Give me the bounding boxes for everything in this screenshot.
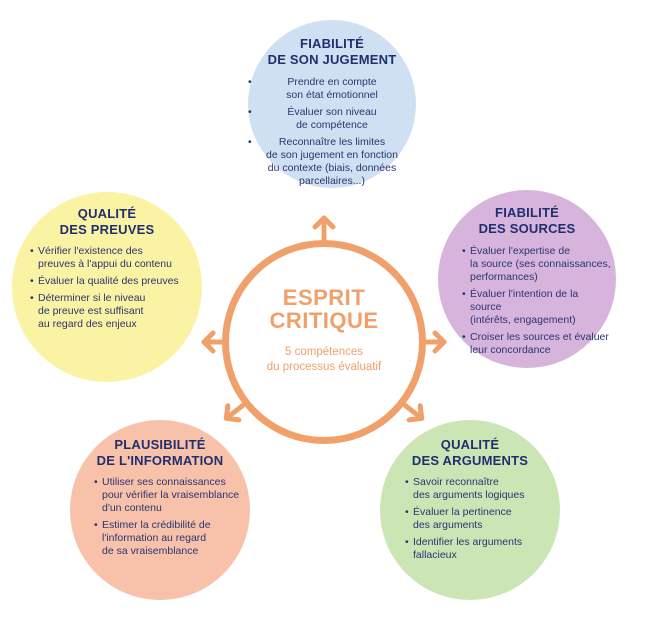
judgement-item-1: Prendre en compte son état émotionnel: [248, 76, 408, 102]
center-subtitle: 5 compétences du processus évaluatif: [266, 346, 382, 373]
arrow-to-judgement: [312, 215, 336, 243]
arrow-to-arguments: [401, 402, 425, 423]
arrow-to-sources: [423, 330, 447, 354]
arguments-list: Savoir reconnaître des arguments logique…: [405, 476, 550, 566]
arrow-shaft: [223, 402, 247, 421]
evidence-item-3: Déterminer si le niveau de preuve est su…: [30, 292, 195, 331]
sources-list: Évaluer l'expertise de la source (ses co…: [462, 245, 612, 361]
arrow-to-evidence: [201, 330, 225, 354]
judgement-item-2: Évaluer son niveau de compétence: [248, 106, 408, 132]
evidence-item-1: Vérifier l'existence des preuves à l'app…: [30, 245, 195, 271]
arguments-item-3: Identifier les arguments fallacieux: [405, 536, 550, 562]
arrow-to-plausibility: [223, 402, 247, 423]
plausibility-item-1: Utiliser ses connaissances pour vérifier…: [94, 476, 244, 515]
sources-title: FIABILITÉ DES SOURCES: [478, 205, 576, 236]
plausibility-item-2: Estimer la crédibilité de l'information …: [94, 519, 244, 558]
sources-item-3: Croiser les sources et évaluer leur conc…: [462, 331, 612, 357]
plausibility-list: Utiliser ses connaissances pour vérifier…: [94, 476, 244, 562]
arguments-item-2: Évaluer la pertinence des arguments: [405, 506, 550, 532]
evidence-title: QUALITÉ DES PREUVES: [59, 206, 155, 237]
arrow-head: [432, 330, 447, 354]
sources-item-2: Évaluer l'intention de la source (intérê…: [462, 288, 612, 327]
judgement-list: Prendre en compte son état émotionnel Év…: [248, 76, 408, 192]
center-title: ESPRIT CRITIQUE: [269, 285, 379, 333]
center-ring: [222, 240, 426, 444]
evidence-item-2: Évaluer la qualité des preuves: [30, 275, 195, 288]
arrow-head: [406, 403, 425, 423]
arrow-head: [312, 215, 336, 230]
evidence-list: Vérifier l'existence des preuves à l'app…: [30, 245, 195, 335]
judgement-title: FIABILITÉ DE SON JUGEMENT: [267, 36, 397, 67]
arrow-shaft: [401, 402, 425, 421]
plausibility-title: PLAUSIBILITÉ DE L'INFORMATION: [96, 437, 224, 468]
arguments-item-1: Savoir reconnaître des arguments logique…: [405, 476, 550, 502]
sources-item-1: Évaluer l'expertise de la source (ses co…: [462, 245, 612, 284]
arrow-head: [201, 330, 216, 354]
arrow-head: [223, 403, 242, 423]
judgement-item-3: Reconnaître les limites de son jugement …: [248, 136, 408, 188]
arguments-title: QUALITÉ DES ARGUMENTS: [411, 437, 529, 468]
